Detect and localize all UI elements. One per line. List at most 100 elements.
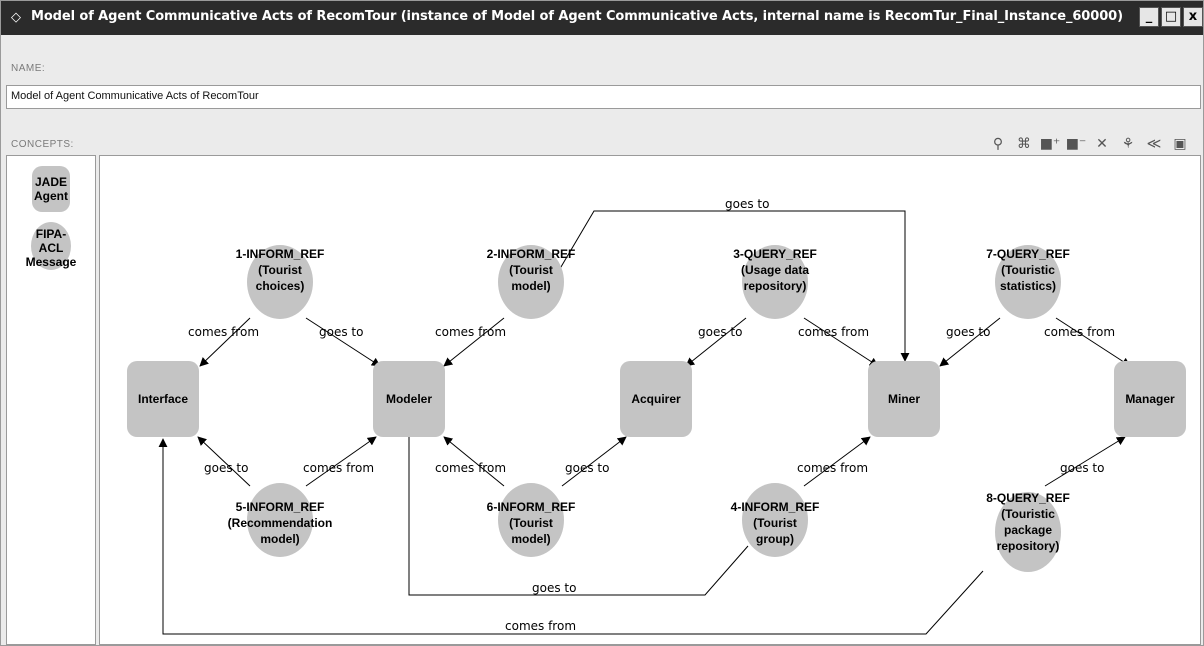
agent-modeler[interactable]: Modeler [373,361,445,437]
diamond-icon: ◇ [11,9,21,24]
edge-m6-acquirer [561,436,627,487]
edge-m4-modeler [404,425,749,596]
close-button[interactable]: x [1183,7,1203,27]
edge-label: comes from [797,461,868,475]
svg-text:(Recommendation: (Recommendation [228,516,333,530]
svg-text:(Tourist: (Tourist [753,516,797,530]
edge-label: comes from [1044,325,1115,339]
maximize-button[interactable]: □ [1161,7,1181,27]
title-bar[interactable]: ◇ Model of Agent Communicative Acts of R… [1,1,1203,35]
svg-text:repository): repository) [744,279,807,293]
agent-label: Acquirer [631,392,681,406]
agent-manager[interactable]: Manager [1114,361,1186,437]
edge-m5-modeler [305,436,377,487]
edge-label: comes from [303,461,374,475]
svg-text:model): model) [260,532,299,546]
svg-text:repository): repository) [997,539,1060,553]
svg-text:4-INFORM_REF: 4-INFORM_REF [731,500,820,514]
agent-label: Manager [1125,392,1175,406]
edge-label: goes to [1060,461,1104,475]
edge-label: goes to [946,325,990,339]
edge-m3-acquirer [685,317,747,367]
edge-m2-miner [557,210,910,362]
edge-m7-manager [1055,317,1131,367]
edge-m1-modeler [305,317,381,367]
name-label: NAME: [11,63,46,74]
edge-labels: comes from goes to comes from goes to go… [188,197,1115,633]
message-1-inform-ref[interactable]: 1-INFORM_REF (Tourist choices) [236,245,325,319]
edge-label: goes to [698,325,742,339]
graph-toolbar: ⚲ ⌘ ■⁺ ■⁻ ✕ ⚘ ≪ ▣ [985,133,1193,155]
edge-m1-interface [199,317,251,367]
svg-text:(Touristic: (Touristic [1001,507,1055,521]
edge-m4-miner [803,436,871,487]
svg-text:group): group) [756,532,794,546]
message-5-inform-ref[interactable]: 5-INFORM_REF (Recommendation model) [228,483,333,557]
svg-text:model): model) [511,532,550,546]
svg-text:(Tourist: (Tourist [258,263,302,277]
svg-text:1-INFORM_REF: 1-INFORM_REF [236,247,325,261]
agent-interface[interactable]: Interface [127,361,199,437]
svg-text:2-INFORM_REF: 2-INFORM_REF [487,247,576,261]
message-7-query-ref[interactable]: 7-QUERY_REF (Touristic statistics) [986,245,1070,319]
svg-text:6-INFORM_REF: 6-INFORM_REF [487,500,576,514]
svg-text:model): model) [511,279,550,293]
edge-m3-miner [803,317,879,367]
svg-text:choices): choices) [256,279,305,293]
concept-label: FIPA-ACL Message [25,227,77,269]
fit-icon[interactable]: ⌘ [1017,136,1031,152]
edge-label: goes to [725,197,769,211]
remove-node-icon[interactable]: ■⁻ [1065,136,1087,152]
svg-text:package: package [1004,523,1052,537]
message-3-query-ref[interactable]: 3-QUERY_REF (Usage data repository) [733,245,817,319]
edge-label: comes from [798,325,869,339]
agent-label: Interface [138,392,188,406]
share-icon[interactable]: ≪ [1146,136,1162,152]
svg-text:statistics): statistics) [1000,279,1056,293]
edge-label: goes to [532,581,576,595]
svg-text:(Touristic: (Touristic [1001,263,1055,277]
message-2-inform-ref[interactable]: 2-INFORM_REF (Tourist model) [487,245,576,319]
agent-acquirer[interactable]: Acquirer [620,361,692,437]
agent-label: Miner [888,392,920,406]
svg-text:(Usage data: (Usage data [741,263,809,277]
concepts-panel: JADE Agent FIPA-ACL Message [6,155,96,645]
message-8-query-ref[interactable]: 8-QUERY_REF (Touristic package repositor… [986,491,1070,572]
concepts-label: CONCEPTS: [11,139,74,150]
svg-text:5-INFORM_REF: 5-INFORM_REF [236,500,325,514]
edge-m8-interface [158,438,984,635]
agent-label: Modeler [386,392,432,406]
svg-text:(Tourist: (Tourist [509,516,553,530]
message-4-inform-ref[interactable]: 4-INFORM_REF (Tourist group) [731,483,820,557]
edge-m2-modeler [443,317,505,367]
svg-text:(Tourist: (Tourist [509,263,553,277]
edge-label: goes to [319,325,363,339]
agent-miner[interactable]: Miner [868,361,940,437]
edge-m5-interface [197,436,251,487]
edge-label: goes to [204,461,248,475]
concept-jade-agent[interactable]: JADE Agent [32,166,70,212]
edge-m7-miner [939,317,1001,367]
add-node-icon[interactable]: ■⁺ [1039,136,1061,152]
edge-label: comes from [188,325,259,339]
edge-label: comes from [505,619,576,633]
message-nodes: 1-INFORM_REF (Tourist choices) 2-INFORM_… [228,245,1070,572]
svg-text:7-QUERY_REF: 7-QUERY_REF [986,247,1070,261]
edge-m6-modeler [443,436,505,487]
agent-nodes: Interface Modeler Acquirer Miner Manager [127,361,1186,437]
message-6-inform-ref[interactable]: 6-INFORM_REF (Tourist model) [487,483,576,557]
edges [158,210,1131,635]
save-icon[interactable]: ▣ [1173,136,1187,152]
edge-label: comes from [435,325,506,339]
name-input[interactable]: Model of Agent Communicative Acts of Rec… [6,85,1201,109]
concept-fipa-acl-message[interactable]: FIPA-ACL Message [25,222,77,274]
diagram-canvas[interactable]: comes from goes to comes from goes to go… [99,155,1201,645]
minimize-button[interactable]: _ [1139,7,1159,27]
window-title: Model of Agent Communicative Acts of Rec… [31,9,1123,24]
hierarchy-icon[interactable]: ⚘ [1121,136,1135,152]
edge-m8-manager [1044,436,1126,487]
edge-label: goes to [565,461,609,475]
person-icon[interactable]: ⚲ [992,136,1004,152]
delete-icon[interactable]: ✕ [1096,136,1108,152]
